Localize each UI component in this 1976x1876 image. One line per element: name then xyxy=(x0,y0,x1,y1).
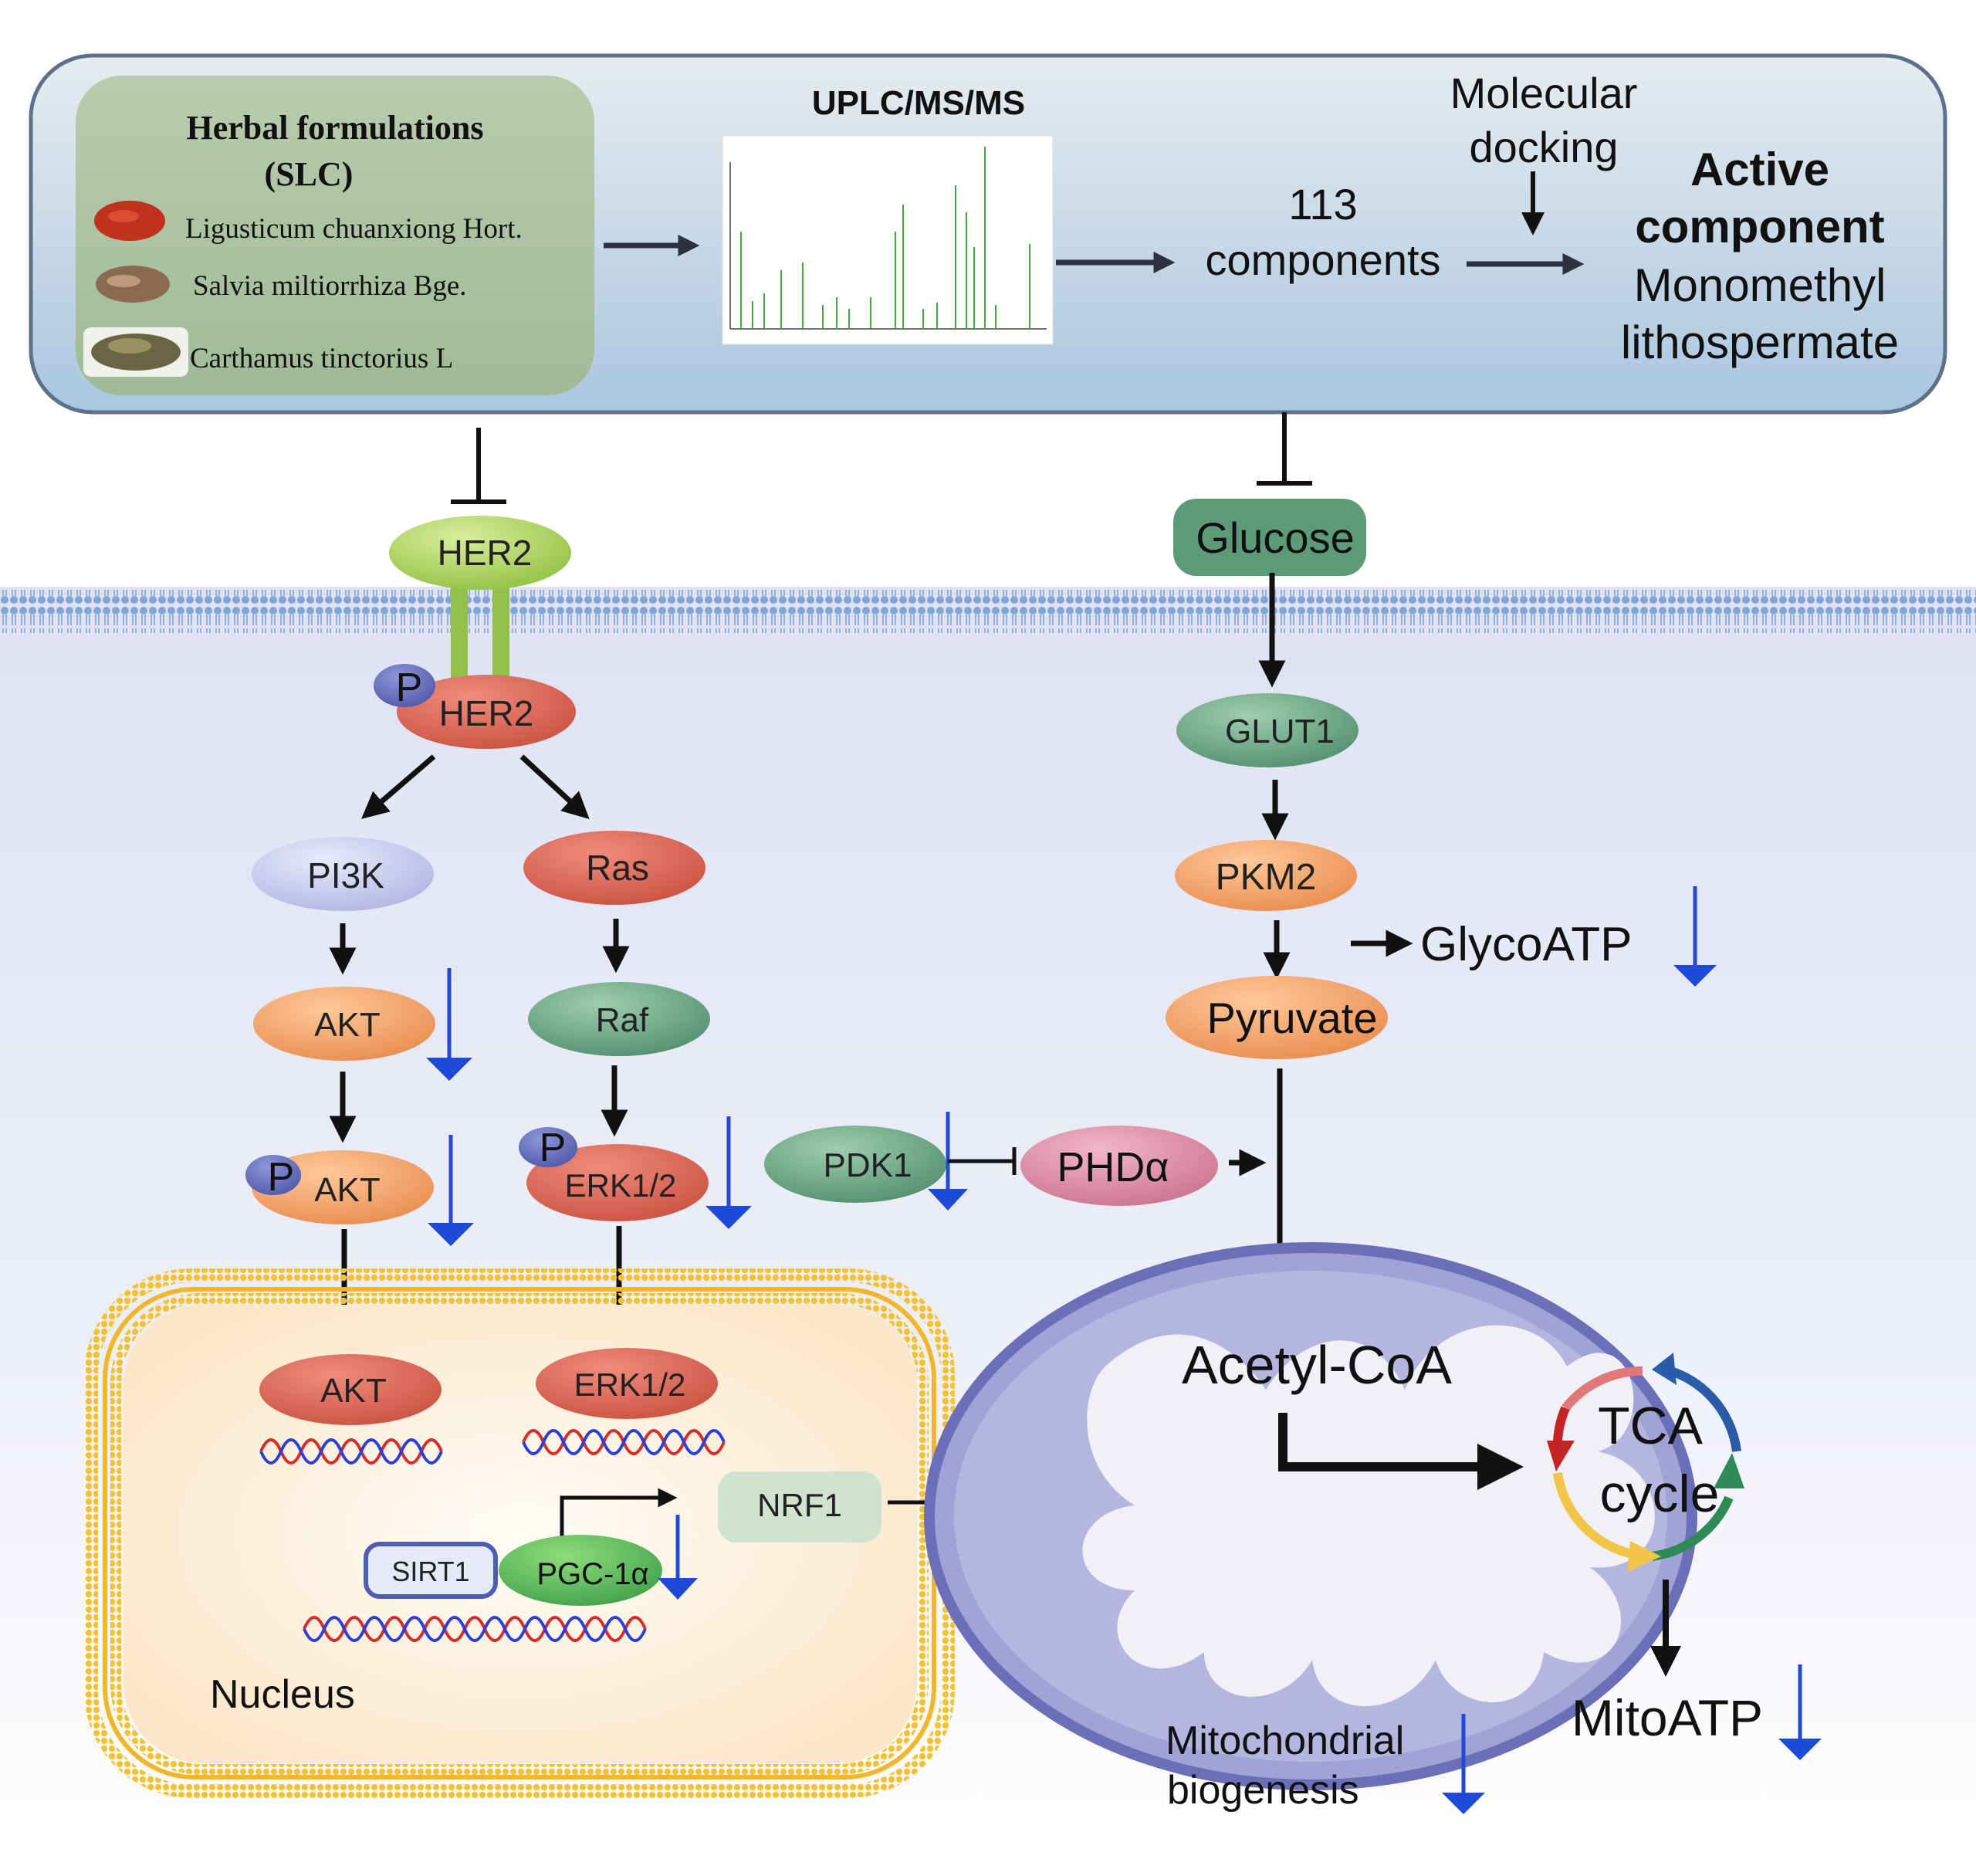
phda-label: PHDα xyxy=(1057,1144,1169,1190)
down-arrow-erk xyxy=(705,1116,752,1229)
chromatogram-image xyxy=(722,135,1054,345)
active-compound-1: Monomethyl xyxy=(1634,259,1886,311)
phospho-label-erk: P xyxy=(540,1126,567,1170)
phospho-badge-her2 xyxy=(374,664,435,707)
herb-name-3: Carthamus tinctorius L xyxy=(190,343,453,374)
phospho-badge-akt xyxy=(245,1155,301,1195)
tca-cycle-icon xyxy=(1547,1353,1744,1572)
inhibit-her2 xyxy=(451,428,506,504)
down-arrow-akt xyxy=(426,968,472,1081)
pkm2-node xyxy=(1175,840,1357,911)
pdk1-node xyxy=(764,1126,946,1203)
dna-helix-akt xyxy=(259,1438,443,1465)
docking-label-2: docking xyxy=(1469,123,1618,171)
phospho-badge-erk xyxy=(519,1127,577,1167)
pi3k-label: PI3K xyxy=(307,855,384,896)
active-title-1: Active xyxy=(1690,144,1829,195)
down-arrow-glycoatp xyxy=(1673,886,1717,987)
sirt1-label: SIRT1 xyxy=(391,1556,469,1587)
pyruvate-node xyxy=(1166,976,1388,1059)
components-count: 113 xyxy=(1288,180,1357,229)
glut1-label: GLUT1 xyxy=(1225,713,1335,750)
mitoatp-label: MitoATP xyxy=(1572,1689,1763,1746)
herb-name-1: Ligusticum chuanxiong Hort. xyxy=(185,213,523,245)
glut1-node xyxy=(1176,693,1358,767)
herbal-title: Herbal formulations xyxy=(187,109,484,147)
her2-receptor-label: HER2 xyxy=(438,533,533,573)
down-arrow-mito-biogenesis xyxy=(1442,1714,1485,1814)
herbal-subtitle: (SLC) xyxy=(265,155,354,193)
phospho-label-her2: P xyxy=(396,665,423,710)
acetyl-coa-label: Acetyl-CoA xyxy=(1182,1335,1452,1395)
transcription-start-arrow xyxy=(560,1488,678,1544)
phospho-label-akt: P xyxy=(268,1155,295,1200)
p-akt-label: AKT xyxy=(314,1171,381,1209)
nuclear-akt-node xyxy=(259,1354,442,1425)
tca-label-1: TCA xyxy=(1598,1397,1704,1455)
arrow-her2-to-ras xyxy=(519,754,590,820)
pdk1-label: PDK1 xyxy=(824,1146,912,1184)
nucleus-label: Nucleus xyxy=(210,1672,355,1717)
tca-label-2: cycle xyxy=(1600,1465,1720,1523)
down-arrow-pgc1a xyxy=(658,1515,698,1600)
active-compound-2: lithospermate xyxy=(1621,317,1899,368)
herbal-formulations-box: Herbal formulations (SLC) Ligusticum chu… xyxy=(76,76,594,395)
glucose-label: Glucose xyxy=(1196,513,1354,562)
pyruvate-label: Pyruvate xyxy=(1207,994,1378,1042)
p-erk-node xyxy=(526,1144,709,1221)
ras-label: Ras xyxy=(586,848,649,888)
raf-node xyxy=(528,982,710,1056)
nuclear-akt-label: AKT xyxy=(320,1372,387,1410)
inhibit-pdk1-phda xyxy=(948,1147,1017,1175)
p-her2-label: HER2 xyxy=(439,693,534,733)
nuclear-erk-node xyxy=(536,1348,718,1419)
pkm2-label: PKM2 xyxy=(1216,857,1317,898)
uplc-title: UPLC/MS/MS xyxy=(812,84,1025,122)
akt-label: AKT xyxy=(314,1006,381,1044)
mito-biogenesis-label-1: Mitochondrial xyxy=(1166,1719,1404,1763)
active-title-2: component xyxy=(1635,201,1884,252)
nrf1-node xyxy=(718,1471,881,1542)
arrow-her2-to-pi3k xyxy=(361,754,436,819)
nrf1-label: NRF1 xyxy=(757,1487,842,1523)
pgc1a-node xyxy=(499,1535,662,1606)
nuclear-erk-label: ERK1/2 xyxy=(574,1366,686,1403)
raf-label: Raf xyxy=(596,1001,649,1039)
her2-receptor-node xyxy=(389,516,571,590)
glycoatp-label: GlycoATP xyxy=(1420,918,1632,971)
dna-helix-erk xyxy=(522,1429,726,1455)
herb-name-2: Salvia miltiorrhiza Bge. xyxy=(193,270,467,302)
mito-biogenesis-label-2: biogenesis xyxy=(1167,1768,1359,1813)
akt-node xyxy=(253,987,435,1061)
inhibit-glucose xyxy=(1257,412,1312,486)
down-arrow-pdk1 xyxy=(928,1112,968,1211)
p-her2-node xyxy=(397,675,576,749)
ras-node xyxy=(523,831,705,905)
glucose-node xyxy=(1173,499,1366,576)
arrow-acetylcoa-to-tca xyxy=(1278,1413,1524,1490)
docking-label-1: Molecular xyxy=(1450,69,1638,117)
phda-node xyxy=(1020,1126,1218,1206)
mitochondrion xyxy=(924,1242,1697,1790)
down-arrow-mitoatp xyxy=(1778,1664,1822,1760)
pi3k-node xyxy=(252,837,434,911)
components-label: components xyxy=(1205,235,1440,284)
cell-membrane xyxy=(0,590,1976,633)
p-erk-label: ERK1/2 xyxy=(565,1167,677,1204)
down-arrow-p-akt xyxy=(428,1135,474,1246)
pgc1a-label: PGC-1α xyxy=(536,1557,648,1591)
sirt1-node xyxy=(364,1542,498,1599)
dna-helix-pgc1a xyxy=(303,1616,647,1642)
